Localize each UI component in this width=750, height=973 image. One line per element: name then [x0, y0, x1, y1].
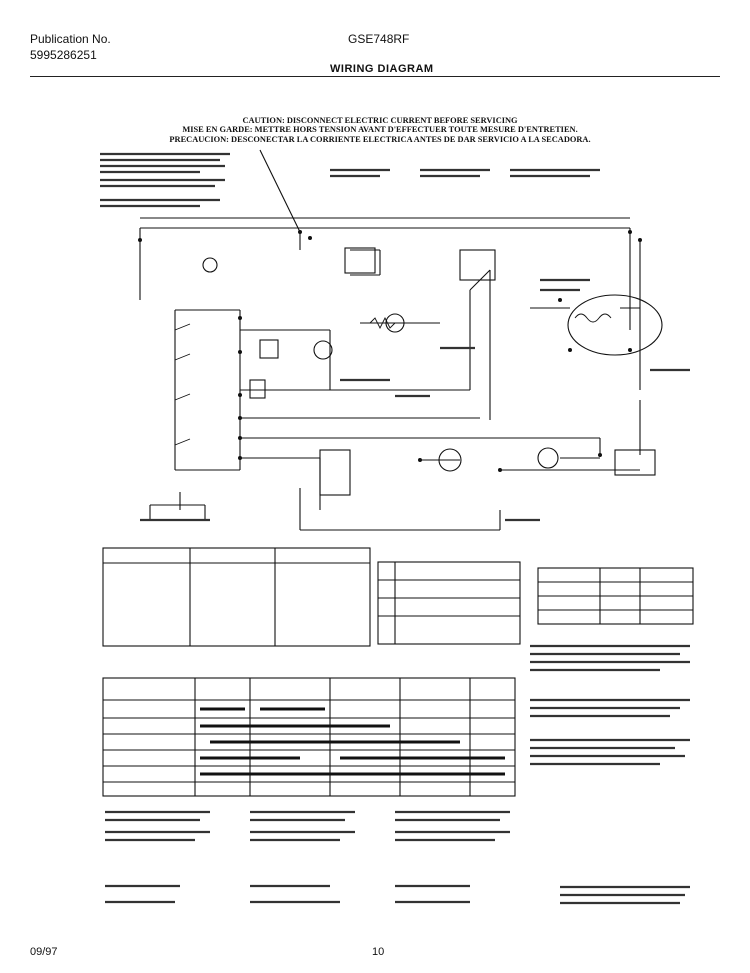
caution-french: MISE EN GARDE: METTRE HORS TENSION AVANT…	[182, 125, 578, 134]
note-placeholders	[105, 644, 690, 905]
timer-bars	[200, 707, 505, 776]
legend-tables	[102, 547, 694, 647]
publication-label: Publication No.	[30, 32, 111, 46]
caution-english: CAUTION: DISCONNECT ELECTRIC CURRENT BEF…	[242, 116, 518, 125]
caution-spanish: PRECAUCION: DESCONECTAR LA CORRIENTE ELE…	[169, 135, 591, 144]
page-number: 10	[372, 946, 385, 958]
publication-number: 5995286251	[30, 48, 97, 62]
schematic-wiring	[139, 149, 641, 531]
timer-chart	[102, 677, 516, 797]
page-title: WIRING DIAGRAM	[330, 63, 434, 75]
label-placeholders	[100, 152, 690, 522]
footer-date: 09/97	[30, 946, 58, 958]
component-symbols	[174, 247, 663, 496]
terminal-dots	[138, 230, 642, 472]
header-rule	[30, 76, 720, 77]
model-number: GSE748RF	[348, 32, 410, 46]
